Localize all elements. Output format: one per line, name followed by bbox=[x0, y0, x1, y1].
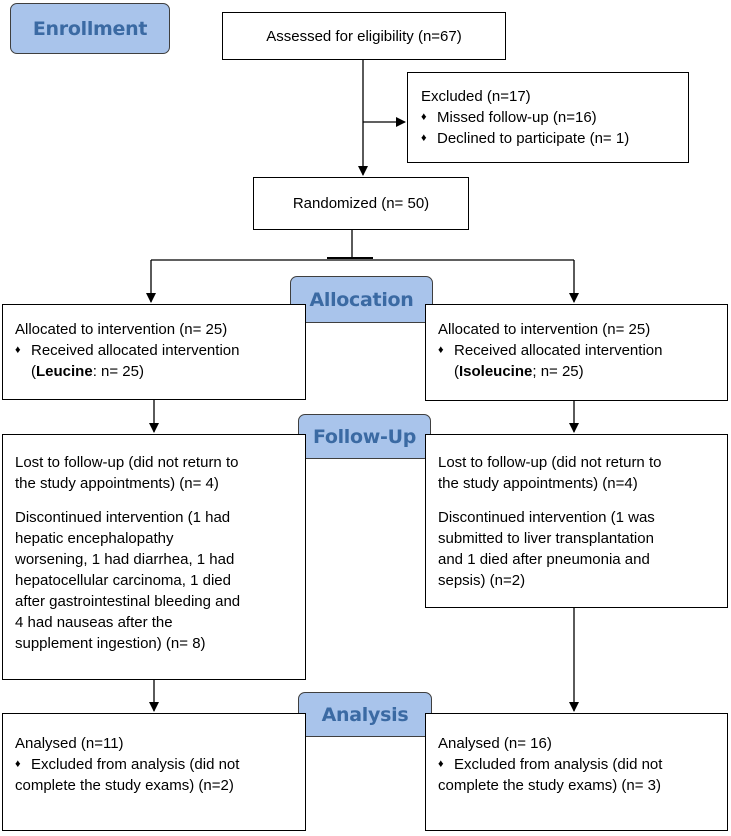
right-group-name: Isoleucine bbox=[459, 363, 533, 380]
right-lost-line: Lost to follow-up (did not return to bbox=[438, 454, 662, 471]
right-lost-line: the study appointments) (n=4) bbox=[438, 475, 638, 492]
left-group-line: (Leucine: n= 25) bbox=[15, 361, 297, 382]
left-disc-line: supplement ingestion) (n= 8) bbox=[15, 635, 206, 652]
right-analysis-box: Analysed (n= 16) ♦ Excluded from analysi… bbox=[425, 713, 728, 831]
right-disc-line: sepsis) (n=2) bbox=[438, 572, 526, 589]
right-group-open: ( bbox=[454, 363, 459, 380]
excluded-title: Excluded (n=17) bbox=[421, 88, 531, 105]
right-disc-line: Discontinued intervention (1 was bbox=[438, 509, 655, 526]
excluded-item-text: Missed follow-up (n=16) bbox=[437, 109, 597, 126]
left-excluded-analysis: ♦ Excluded from analysis (did not bbox=[15, 754, 297, 775]
excluded-item: ♦ Missed follow-up (n=16) bbox=[421, 107, 678, 128]
left-group-rest: : n= 25) bbox=[92, 363, 144, 380]
enrollment-stage-label: Enrollment bbox=[10, 3, 170, 54]
bullet-icon: ♦ bbox=[438, 758, 444, 770]
excluded-item: ♦ Declined to participate (n= 1) bbox=[421, 128, 678, 149]
right-allocation-box: Allocated to intervention (n= 25) ♦ Rece… bbox=[425, 304, 728, 401]
left-received-text: Received allocated intervention bbox=[31, 342, 240, 359]
followup-stage-label: Follow-Up bbox=[298, 414, 431, 459]
followup-label: Follow-Up bbox=[312, 425, 417, 448]
right-allocated-title: Allocated to intervention (n= 25) bbox=[438, 321, 651, 338]
assessed-text: Assessed for eligibility (n=67) bbox=[266, 27, 462, 45]
right-received-text: Received allocated intervention bbox=[454, 342, 663, 359]
left-analysis-box: Analysed (n=11) ♦ Excluded from analysis… bbox=[2, 713, 306, 831]
right-excluded-analysis-text: Excluded from analysis (did not bbox=[454, 756, 663, 773]
bullet-icon: ♦ bbox=[438, 344, 444, 356]
randomized-box: Randomized (n= 50) bbox=[253, 177, 469, 230]
allocation-label: Allocation bbox=[309, 288, 414, 311]
excluded-box: Excluded (n=17) ♦ Missed follow-up (n=16… bbox=[407, 72, 689, 163]
allocation-stage-label: Allocation bbox=[290, 276, 433, 323]
left-group-open: ( bbox=[31, 363, 36, 380]
bullet-icon: ♦ bbox=[15, 344, 21, 356]
right-group-rest: ; n= 25) bbox=[532, 363, 584, 380]
randomized-text: Randomized (n= 50) bbox=[292, 195, 430, 212]
left-discontinued: Discontinued intervention (1 had hepatic… bbox=[15, 507, 297, 654]
right-discontinued: Discontinued intervention (1 was submitt… bbox=[438, 507, 719, 591]
left-allocated-title: Allocated to intervention (n= 25) bbox=[15, 321, 228, 338]
left-disc-line: after gastrointestinal bleeding and bbox=[15, 593, 241, 610]
left-disc-line: hepatic encephalopathy bbox=[15, 530, 174, 547]
right-excluded-analysis: ♦ Excluded from analysis (did not bbox=[438, 754, 719, 775]
right-excluded-analysis-cont: complete the study exams) (n= 3) bbox=[438, 777, 662, 794]
right-followup-box: Lost to follow-up (did not return to the… bbox=[425, 434, 728, 608]
left-lost-line: the study appointments) (n= 4) bbox=[15, 475, 219, 492]
left-allocation-box: Allocated to intervention (n= 25) ♦ Rece… bbox=[2, 304, 306, 400]
bullet-icon: ♦ bbox=[421, 111, 427, 123]
left-excluded-analysis-text: Excluded from analysis (did not bbox=[31, 756, 240, 773]
analysis-stage-label: Analysis bbox=[298, 692, 432, 737]
bullet-icon: ♦ bbox=[15, 758, 21, 770]
analysis-label: Analysis bbox=[321, 703, 409, 726]
left-followup-box: Lost to follow-up (did not return to the… bbox=[2, 434, 306, 680]
left-lost-line: Lost to follow-up (did not return to bbox=[15, 454, 239, 471]
right-disc-line: and 1 died after pneumonia and bbox=[438, 551, 650, 568]
right-received-item: ♦ Received allocated intervention bbox=[438, 340, 719, 361]
excluded-item-text: Declined to participate (n= 1) bbox=[437, 130, 630, 147]
right-disc-line: submitted to liver transplantation bbox=[438, 530, 654, 547]
enrollment-label: Enrollment bbox=[32, 17, 148, 40]
bullet-icon: ♦ bbox=[421, 132, 427, 144]
left-disc-line: Discontinued intervention (1 had bbox=[15, 509, 231, 526]
assessed-box: Assessed for eligibility (n=67) bbox=[222, 12, 506, 60]
left-disc-line: hepatocellular carcinoma, 1 died bbox=[15, 572, 231, 589]
left-disc-line: worsening, 1 had diarrhea, 1 had bbox=[15, 551, 235, 568]
left-group-name: Leucine bbox=[36, 363, 93, 380]
left-analysed-text: Analysed (n=11) bbox=[15, 735, 124, 752]
left-disc-line: 4 had nauseas after the bbox=[15, 614, 173, 631]
right-analysed-text: Analysed (n= 16) bbox=[438, 735, 552, 752]
right-group-line: (Isoleucine; n= 25) bbox=[438, 361, 719, 382]
left-excluded-analysis-cont: complete the study exams) (n=2) bbox=[15, 777, 234, 794]
left-received-item: ♦ Received allocated intervention bbox=[15, 340, 297, 361]
